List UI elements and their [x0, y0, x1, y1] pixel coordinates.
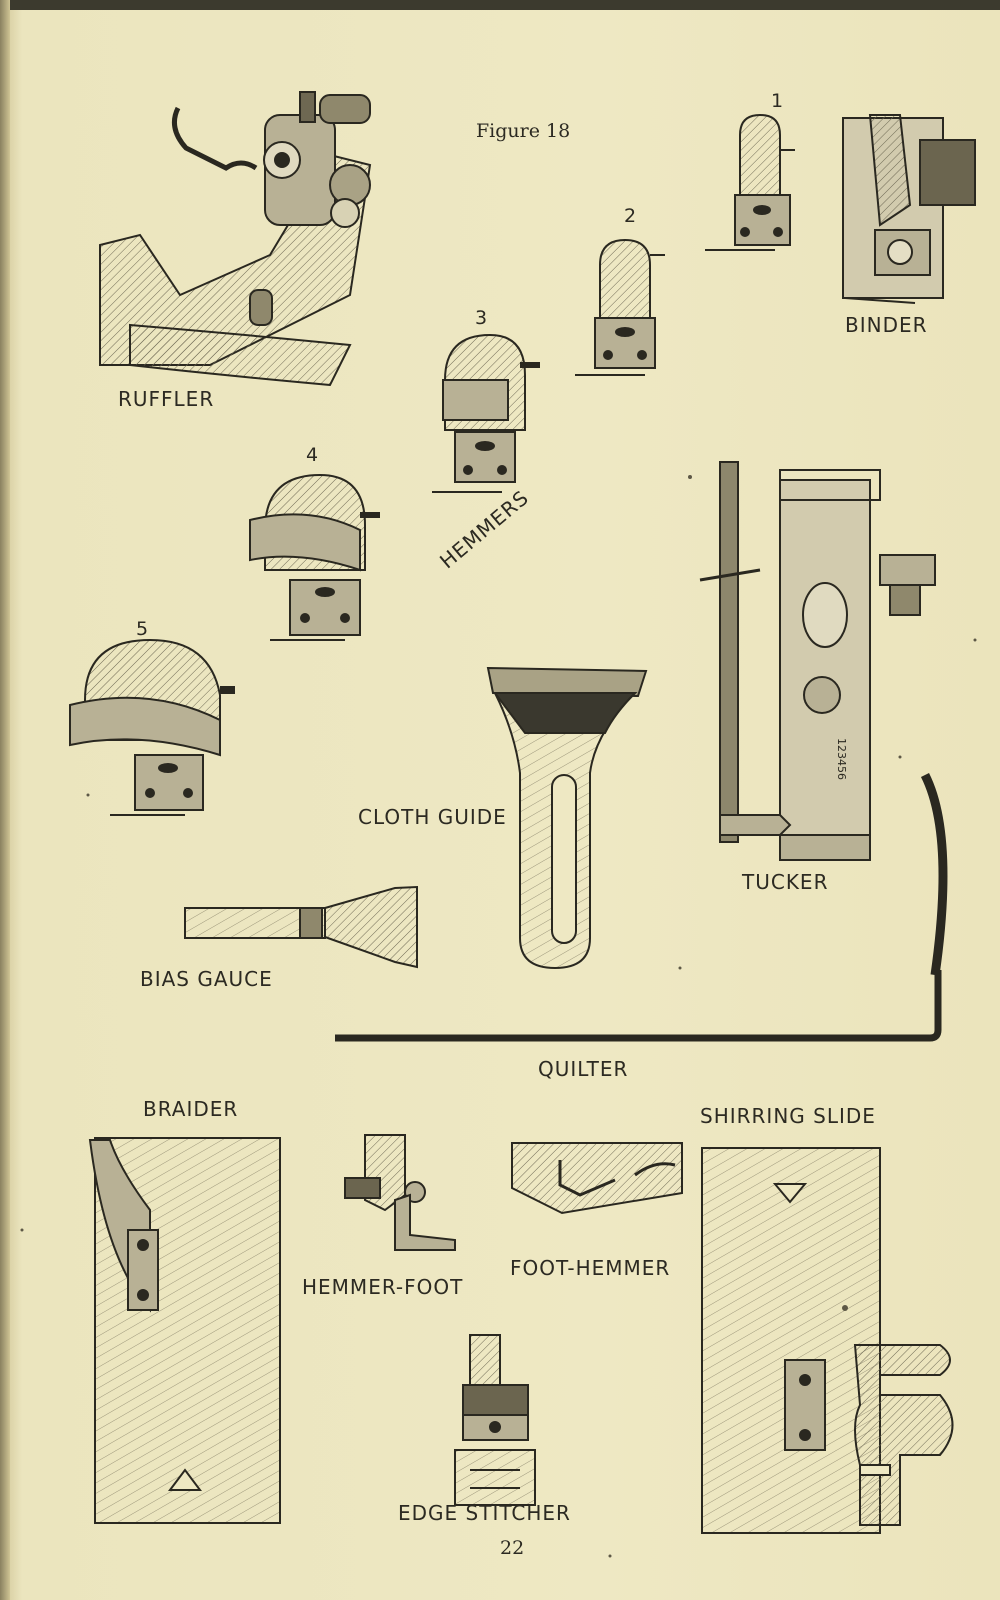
hemmer-foot-drawing — [345, 1135, 455, 1250]
ruffler-drawing — [100, 92, 370, 385]
label-braider: BRAIDER — [143, 1097, 239, 1121]
cloth-guide-drawing — [488, 668, 646, 968]
label-hemmer-foot: HEMMER-FOOT — [302, 1275, 464, 1299]
braider-drawing — [90, 1138, 280, 1523]
hemmer-number-5: 5 — [136, 618, 149, 640]
hemmer-5-drawing — [70, 640, 235, 815]
edge-stitcher-drawing — [455, 1335, 535, 1505]
label-cloth-guide: CLOTH GUIDE — [358, 805, 507, 829]
hemmer-3-drawing — [432, 335, 540, 492]
label-edge-stitcher: EDGE STITCHER — [398, 1501, 571, 1525]
foot-hemmer-drawing — [512, 1143, 682, 1213]
hemmer-number-2: 2 — [624, 205, 637, 227]
hemmer-4-drawing — [250, 475, 380, 640]
figure-title: Figure 18 — [476, 120, 571, 142]
label-shirring-slide: SHIRRING SLIDE — [700, 1104, 876, 1128]
paper-specks — [20, 475, 977, 1558]
label-bias-gauge: BIAS GAUCE — [140, 967, 273, 991]
label-quilter: QUILTER — [538, 1057, 629, 1081]
hemmer-number-4: 4 — [306, 444, 319, 466]
bias-gauge-drawing — [185, 887, 417, 967]
label-binder: BINDER — [845, 313, 928, 337]
hemmer-number-3: 3 — [475, 307, 488, 329]
hemmer-number-1: 1 — [771, 90, 784, 112]
tucker-drawing — [700, 462, 935, 860]
binder-drawing — [843, 115, 975, 303]
tucker-scale: 123456 — [835, 738, 848, 780]
hemmer-1-drawing — [705, 115, 795, 250]
label-ruffler: RUFFLER — [118, 387, 215, 411]
shirring-slide-drawing — [702, 1148, 953, 1533]
label-foot-hemmer: FOOT-HEMMER — [510, 1256, 671, 1280]
label-tucker: TUCKER — [742, 870, 829, 894]
page-binding-edge — [0, 0, 10, 1600]
page-top-edge — [0, 0, 1000, 10]
hemmer-2-drawing — [575, 240, 665, 375]
quilter-drawing — [335, 775, 943, 1038]
page-number: 22 — [500, 1537, 525, 1559]
